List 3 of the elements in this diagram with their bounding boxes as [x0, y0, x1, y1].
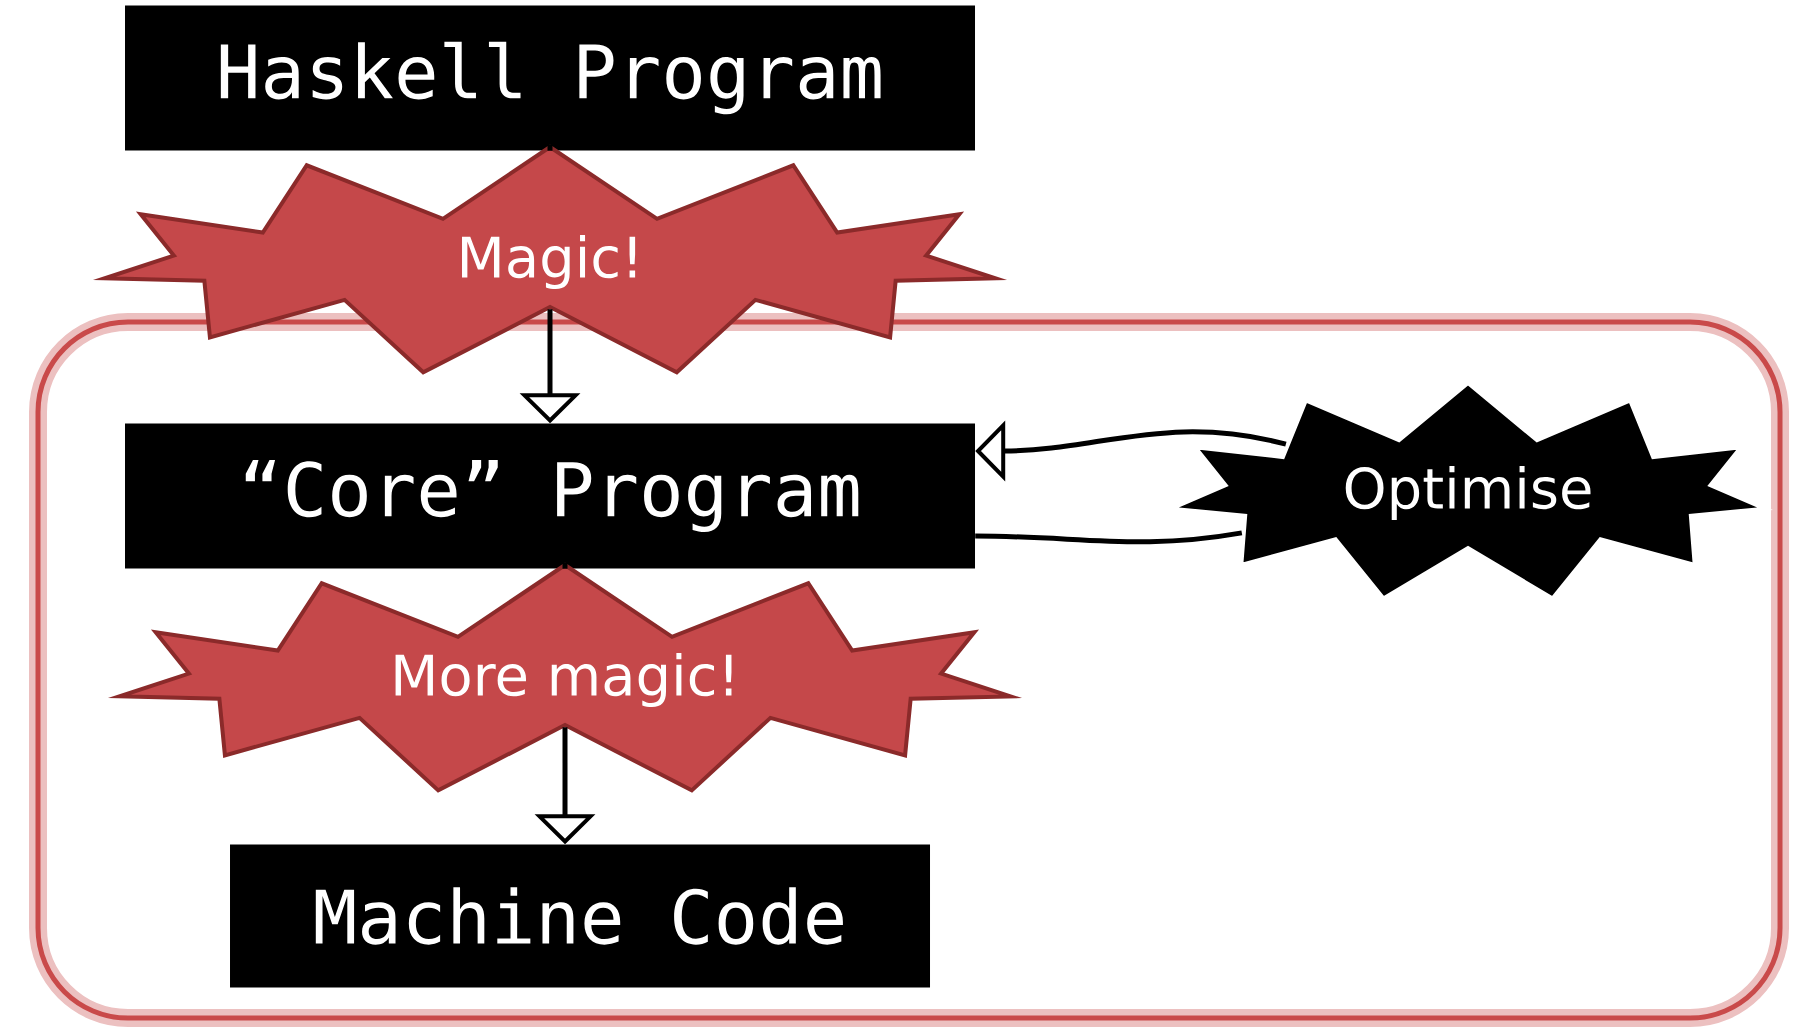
program-box: Machine Code: [230, 844, 930, 988]
program-box: Haskell Program: [125, 5, 975, 151]
program-box: “Core” Program: [125, 423, 975, 569]
